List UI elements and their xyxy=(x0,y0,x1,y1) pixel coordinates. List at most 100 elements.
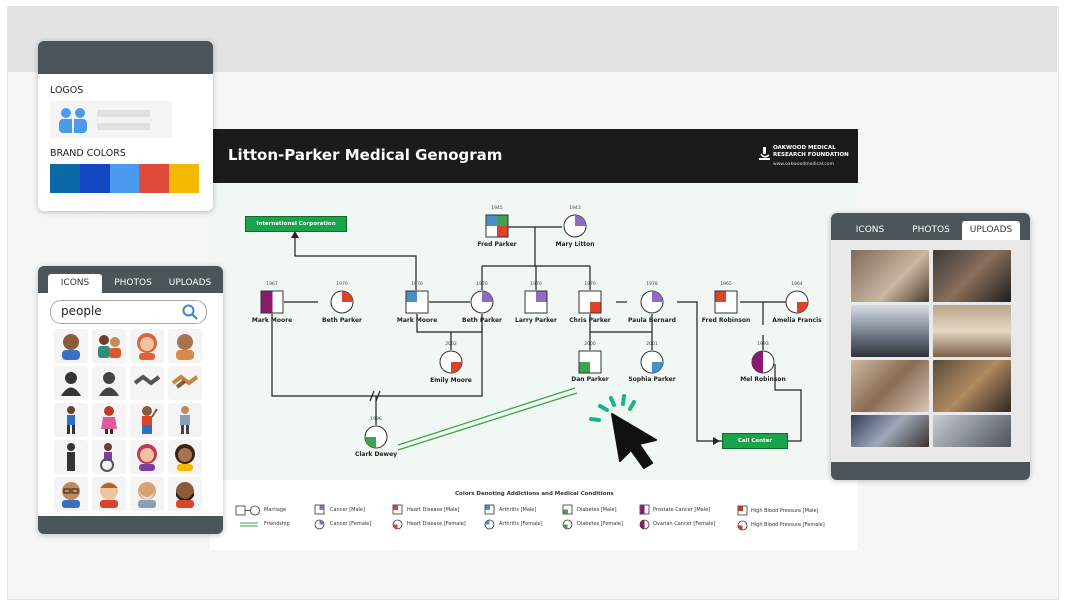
legend-item: High Blood Pressure [Male] xyxy=(751,508,819,514)
woman-icon[interactable] xyxy=(168,440,202,474)
person-fred-parker[interactable] xyxy=(485,214,509,238)
year-label: 1993 xyxy=(757,342,769,347)
seminar-photo[interactable] xyxy=(933,415,1011,447)
brand-colors-label: BRAND COLORS xyxy=(50,148,126,159)
person-name: Chris Parker xyxy=(569,317,611,324)
tab-icons[interactable]: ICONS xyxy=(855,225,885,235)
person-silhouette-icon[interactable] xyxy=(92,366,126,400)
brand-swatch[interactable] xyxy=(139,164,170,193)
logo-slot[interactable] xyxy=(50,101,172,138)
legend-item: Prostate Cancer [Male] xyxy=(653,507,711,513)
person-clark-dewey[interactable] xyxy=(364,425,388,449)
genogram-diagram xyxy=(210,183,858,480)
year-label: 2000 xyxy=(584,342,596,347)
person-name: Mark Moore xyxy=(251,317,293,324)
international-corporation-box[interactable]: International Corporation xyxy=(245,216,347,232)
tab-uploads[interactable]: UPLOADS xyxy=(168,278,212,288)
tab-uploads[interactable]: UPLOADS xyxy=(962,221,1020,240)
legend-item: Heart Disease [Female] xyxy=(407,521,466,527)
genogram-title: Litton-Parker Medical Genogram xyxy=(228,146,503,164)
person-mark-moore-1967[interactable] xyxy=(260,290,284,314)
search-input[interactable]: people xyxy=(50,300,207,324)
person-mary-litton[interactable] xyxy=(563,214,587,238)
person-paula-bernard[interactable] xyxy=(640,290,664,314)
person-mel-robinson[interactable] xyxy=(751,350,775,374)
legend-item: Arthritis [Female] xyxy=(499,521,543,527)
microscope-logo-icon xyxy=(759,147,770,160)
year-label: 1970 xyxy=(584,282,596,287)
person-name: Amelia Francis xyxy=(772,317,822,324)
person-mark-moore-1970[interactable] xyxy=(405,290,429,314)
person-amelia-francis[interactable] xyxy=(785,290,809,314)
person-name: Dan Parker xyxy=(571,376,609,383)
year-label: 2002 xyxy=(445,342,457,347)
person-fred-robinson[interactable] xyxy=(714,290,738,314)
cursor-icon xyxy=(589,394,657,469)
person-chris-parker[interactable] xyxy=(578,290,602,314)
person-name: Larry Parker xyxy=(515,317,557,324)
person-beth-parker[interactable] xyxy=(470,290,494,314)
person-sophia-parker[interactable] xyxy=(640,350,664,374)
legend-item: Heart Disease [Male] xyxy=(407,507,460,513)
brand-swatch[interactable] xyxy=(79,164,110,193)
person-larry-parker[interactable] xyxy=(524,290,548,314)
girl-icon[interactable] xyxy=(92,403,126,437)
brand-swatch[interactable] xyxy=(50,164,80,193)
boy-icon[interactable] xyxy=(92,477,126,511)
logos-label: LOGOS xyxy=(50,85,84,96)
office-photo[interactable] xyxy=(851,250,929,302)
family-icon[interactable] xyxy=(92,329,126,363)
year-label: 1943 xyxy=(569,206,581,211)
woman-icon[interactable] xyxy=(130,440,164,474)
genogram-header xyxy=(210,129,858,183)
workshop-photo[interactable] xyxy=(933,360,1011,412)
meeting-photo[interactable] xyxy=(933,250,1011,302)
tab-photos[interactable]: PHOTOS xyxy=(114,278,152,288)
person-standing-icon[interactable] xyxy=(168,403,202,437)
person-name: Mel Robinson xyxy=(740,376,786,383)
boy-waving-icon[interactable] xyxy=(130,403,164,437)
person-beth-parker-left[interactable] xyxy=(330,290,354,314)
person-name: Fred Robinson xyxy=(701,317,751,324)
handshake-icon[interactable] xyxy=(130,366,164,400)
person-name: Clark Dewey xyxy=(354,451,398,458)
brand-panel: LOGOS BRAND COLORS xyxy=(38,41,213,211)
person-silhouette-icon[interactable] xyxy=(54,366,88,400)
handshake-icon[interactable] xyxy=(168,366,202,400)
old-man-icon[interactable] xyxy=(130,477,164,511)
person-standing-icon[interactable] xyxy=(54,403,88,437)
person-emily-moore[interactable] xyxy=(439,350,463,374)
man-glasses-icon[interactable] xyxy=(54,477,88,511)
person-name: Mary Litton xyxy=(555,241,595,248)
logo-text-placeholder xyxy=(97,110,150,117)
woman-icon[interactable] xyxy=(130,329,164,363)
wheelchair-icon[interactable] xyxy=(92,440,126,474)
man-icon[interactable] xyxy=(54,329,88,363)
search-icon[interactable] xyxy=(182,304,198,320)
year-label: 1970 xyxy=(530,282,542,287)
icons-panel-footer xyxy=(38,516,223,534)
call-center-box[interactable]: Call Center xyxy=(722,433,788,449)
brand-swatches xyxy=(50,164,199,193)
bearded-man-icon[interactable] xyxy=(168,477,202,511)
brand-swatch[interactable] xyxy=(169,164,199,193)
presentation-photo[interactable] xyxy=(933,305,1011,357)
person-dan-parker[interactable] xyxy=(578,350,602,374)
man-icon[interactable] xyxy=(168,329,202,363)
tab-icons[interactable]: ICONS xyxy=(48,274,102,293)
brand-swatch[interactable] xyxy=(109,164,140,193)
man-standing-icon[interactable] xyxy=(54,440,88,474)
logo-text-placeholder xyxy=(97,123,150,130)
legend-item: Marriage xyxy=(264,507,287,513)
team-photo[interactable] xyxy=(851,360,929,412)
tab-photos[interactable]: PHOTOS xyxy=(912,225,950,235)
conference-room-photo[interactable] xyxy=(851,305,929,357)
legend xyxy=(210,480,858,550)
group-photo[interactable] xyxy=(851,415,929,447)
legend-item: Cancer [Female] xyxy=(330,521,372,527)
legend-title: Colors Denoting Addictions and Medical C… xyxy=(455,491,614,497)
person-name: Paula Bernard xyxy=(628,317,676,324)
